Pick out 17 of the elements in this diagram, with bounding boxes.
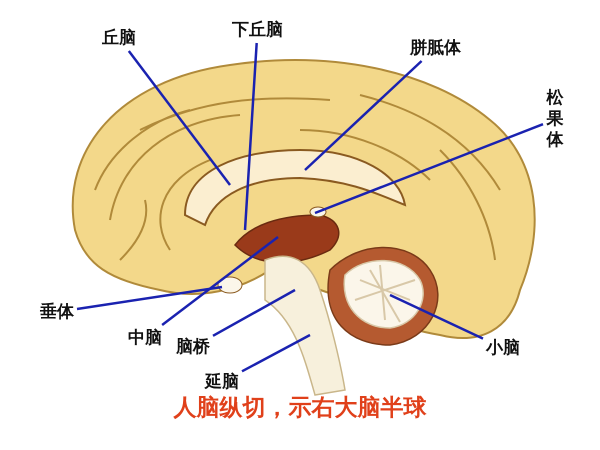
leader-line	[212, 288, 296, 337]
part-label: 丘脑	[102, 28, 136, 48]
part-label: 垂体	[40, 302, 74, 322]
leader-line	[161, 236, 279, 326]
part-label: 小脑	[486, 338, 520, 358]
part-label: 延脑	[205, 372, 239, 392]
part-label: 下丘脑	[232, 20, 283, 40]
leader-line	[128, 50, 231, 186]
part-label: 脑桥	[176, 337, 210, 357]
part-label: 胼胝体	[410, 38, 461, 58]
part-label: 中脑	[128, 328, 162, 348]
caption: 人脑纵切，示右大脑半球	[172, 394, 428, 423]
leader-line	[241, 334, 311, 372]
leader-line	[314, 123, 544, 214]
leader-line	[76, 286, 222, 310]
leader-line	[304, 60, 422, 171]
part-label: 松果体	[546, 88, 564, 151]
